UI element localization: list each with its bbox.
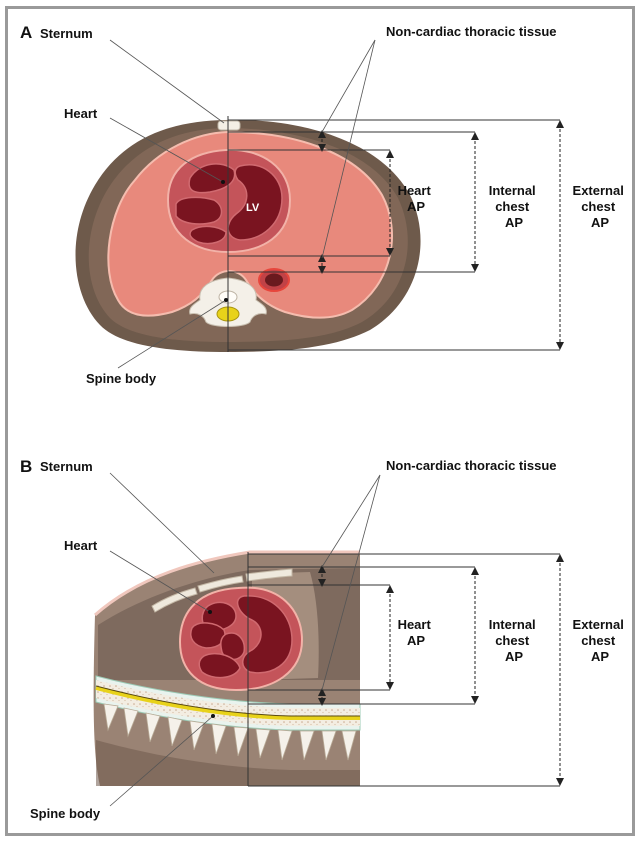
- panel-a-internal-chest-ap: Internal chest AP: [489, 183, 540, 230]
- panel-a-sternum: [218, 121, 240, 130]
- panel-b-non-cardiac-label: Non-cardiac thoracic tissue: [386, 458, 557, 473]
- panel-a: A LV: [20, 23, 627, 386]
- panel-b-spine-label: Spine body: [30, 806, 101, 821]
- panel-b-sternum-label: Sternum: [40, 459, 93, 474]
- panel-a-heart-label: Heart: [64, 106, 98, 121]
- panel-b-heart-label: Heart: [64, 538, 98, 553]
- panel-b-heart-ap: Heart AP: [398, 617, 435, 648]
- panel-a-letter: A: [20, 23, 32, 42]
- panel-b-letter: B: [20, 457, 32, 476]
- panel-b-external-chest-ap: External chest AP: [573, 617, 628, 664]
- panel-a-external-chest-ap: External chest AP: [573, 183, 628, 230]
- panel-a-non-cardiac-label: Non-cardiac thoracic tissue: [386, 24, 557, 39]
- panel-a-heart: LV: [168, 150, 290, 252]
- panel-b: B: [20, 457, 627, 821]
- panel-a-lv-label: LV: [246, 202, 260, 214]
- panel-a-spine-label: Spine body: [86, 371, 157, 386]
- panel-b-internal-chest-ap: Internal chest AP: [489, 617, 540, 664]
- panel-b-heart: [180, 588, 302, 690]
- panel-a-sternum-label: Sternum: [40, 26, 93, 41]
